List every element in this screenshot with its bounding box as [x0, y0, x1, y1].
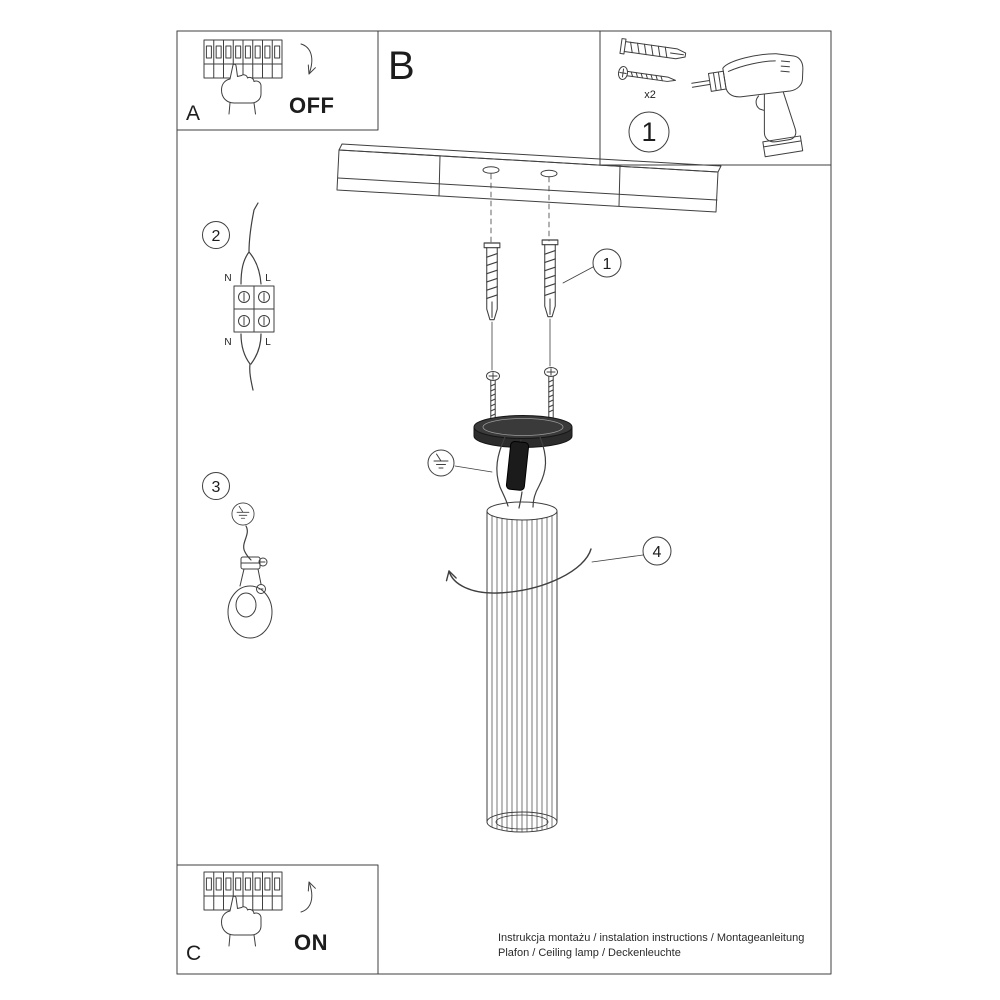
- sheet-frame: [176, 30, 832, 975]
- ceiling-plate: [336, 143, 722, 213]
- panel-c: C ON: [176, 864, 379, 975]
- footer-line-2: Plafon / Ceiling lamp / Deckenleuchte: [498, 947, 681, 959]
- terminal-label-l-bottom: L: [265, 337, 271, 348]
- ground-small-icon: [231, 502, 255, 526]
- mounting-bracket: [473, 415, 573, 448]
- drill-hole-left: [482, 166, 500, 174]
- alignment-lines-mid: [491, 318, 551, 371]
- install-direction-arc: [445, 548, 592, 594]
- callout-anchors: 1: [562, 248, 622, 284]
- wall-anchor-left-icon: [483, 242, 501, 321]
- flip-down-arrow-icon: [300, 43, 316, 75]
- tools-step-circle: [628, 111, 670, 153]
- holder-step: 3: [202, 472, 273, 639]
- callout-shade: 4: [591, 536, 672, 566]
- lamp-holder: [227, 556, 273, 639]
- alignment-lines-top: [490, 173, 550, 244]
- callout-anchors-number: 1: [603, 256, 612, 273]
- terminal-block: [233, 285, 275, 333]
- connector-wire-tail: [518, 491, 523, 509]
- flip-up-arrow-icon: [300, 881, 316, 913]
- callout-wiring-number: 2: [212, 228, 221, 245]
- wire-connector: [505, 440, 530, 491]
- anchor-quantity-label: x2: [644, 89, 656, 101]
- panel-a: A OFF: [176, 30, 379, 131]
- callout-holder-circle: [202, 472, 230, 500]
- panel-a-letter: A: [186, 102, 200, 125]
- drill-icon: [691, 53, 804, 158]
- tools-step-number: 1: [641, 117, 656, 147]
- power-on-label: ON: [294, 930, 328, 955]
- ground-symbol-main: [427, 449, 493, 477]
- panel-b-letter: B: [388, 44, 415, 88]
- tools-panel: x2 1: [599, 30, 832, 166]
- panel-c-letter: C: [186, 942, 201, 965]
- callout-holder-number: 3: [212, 479, 221, 496]
- terminal-label-n-bottom: N: [224, 337, 231, 348]
- power-off-label: OFF: [289, 93, 335, 118]
- callout-shade-number: 4: [653, 544, 662, 561]
- breaker-on-icon: [203, 871, 283, 947]
- wall-anchor-tool-icon: [619, 38, 687, 63]
- callout-wiring-circle: [202, 221, 230, 249]
- screw-tool-icon: [617, 65, 677, 88]
- breaker-off-icon: [203, 39, 283, 115]
- drill-hole-right: [540, 169, 558, 178]
- footer-line-1: Instrukcja montażu / instalation instruc…: [498, 932, 804, 944]
- terminal-label-n-top: N: [224, 273, 231, 284]
- ground-icon: [427, 449, 455, 477]
- wiring-step: 2 N L N L: [202, 202, 275, 391]
- terminal-label-l-top: L: [265, 273, 271, 284]
- lamp-shade: [486, 501, 558, 833]
- wall-anchor-right-icon: [541, 239, 559, 318]
